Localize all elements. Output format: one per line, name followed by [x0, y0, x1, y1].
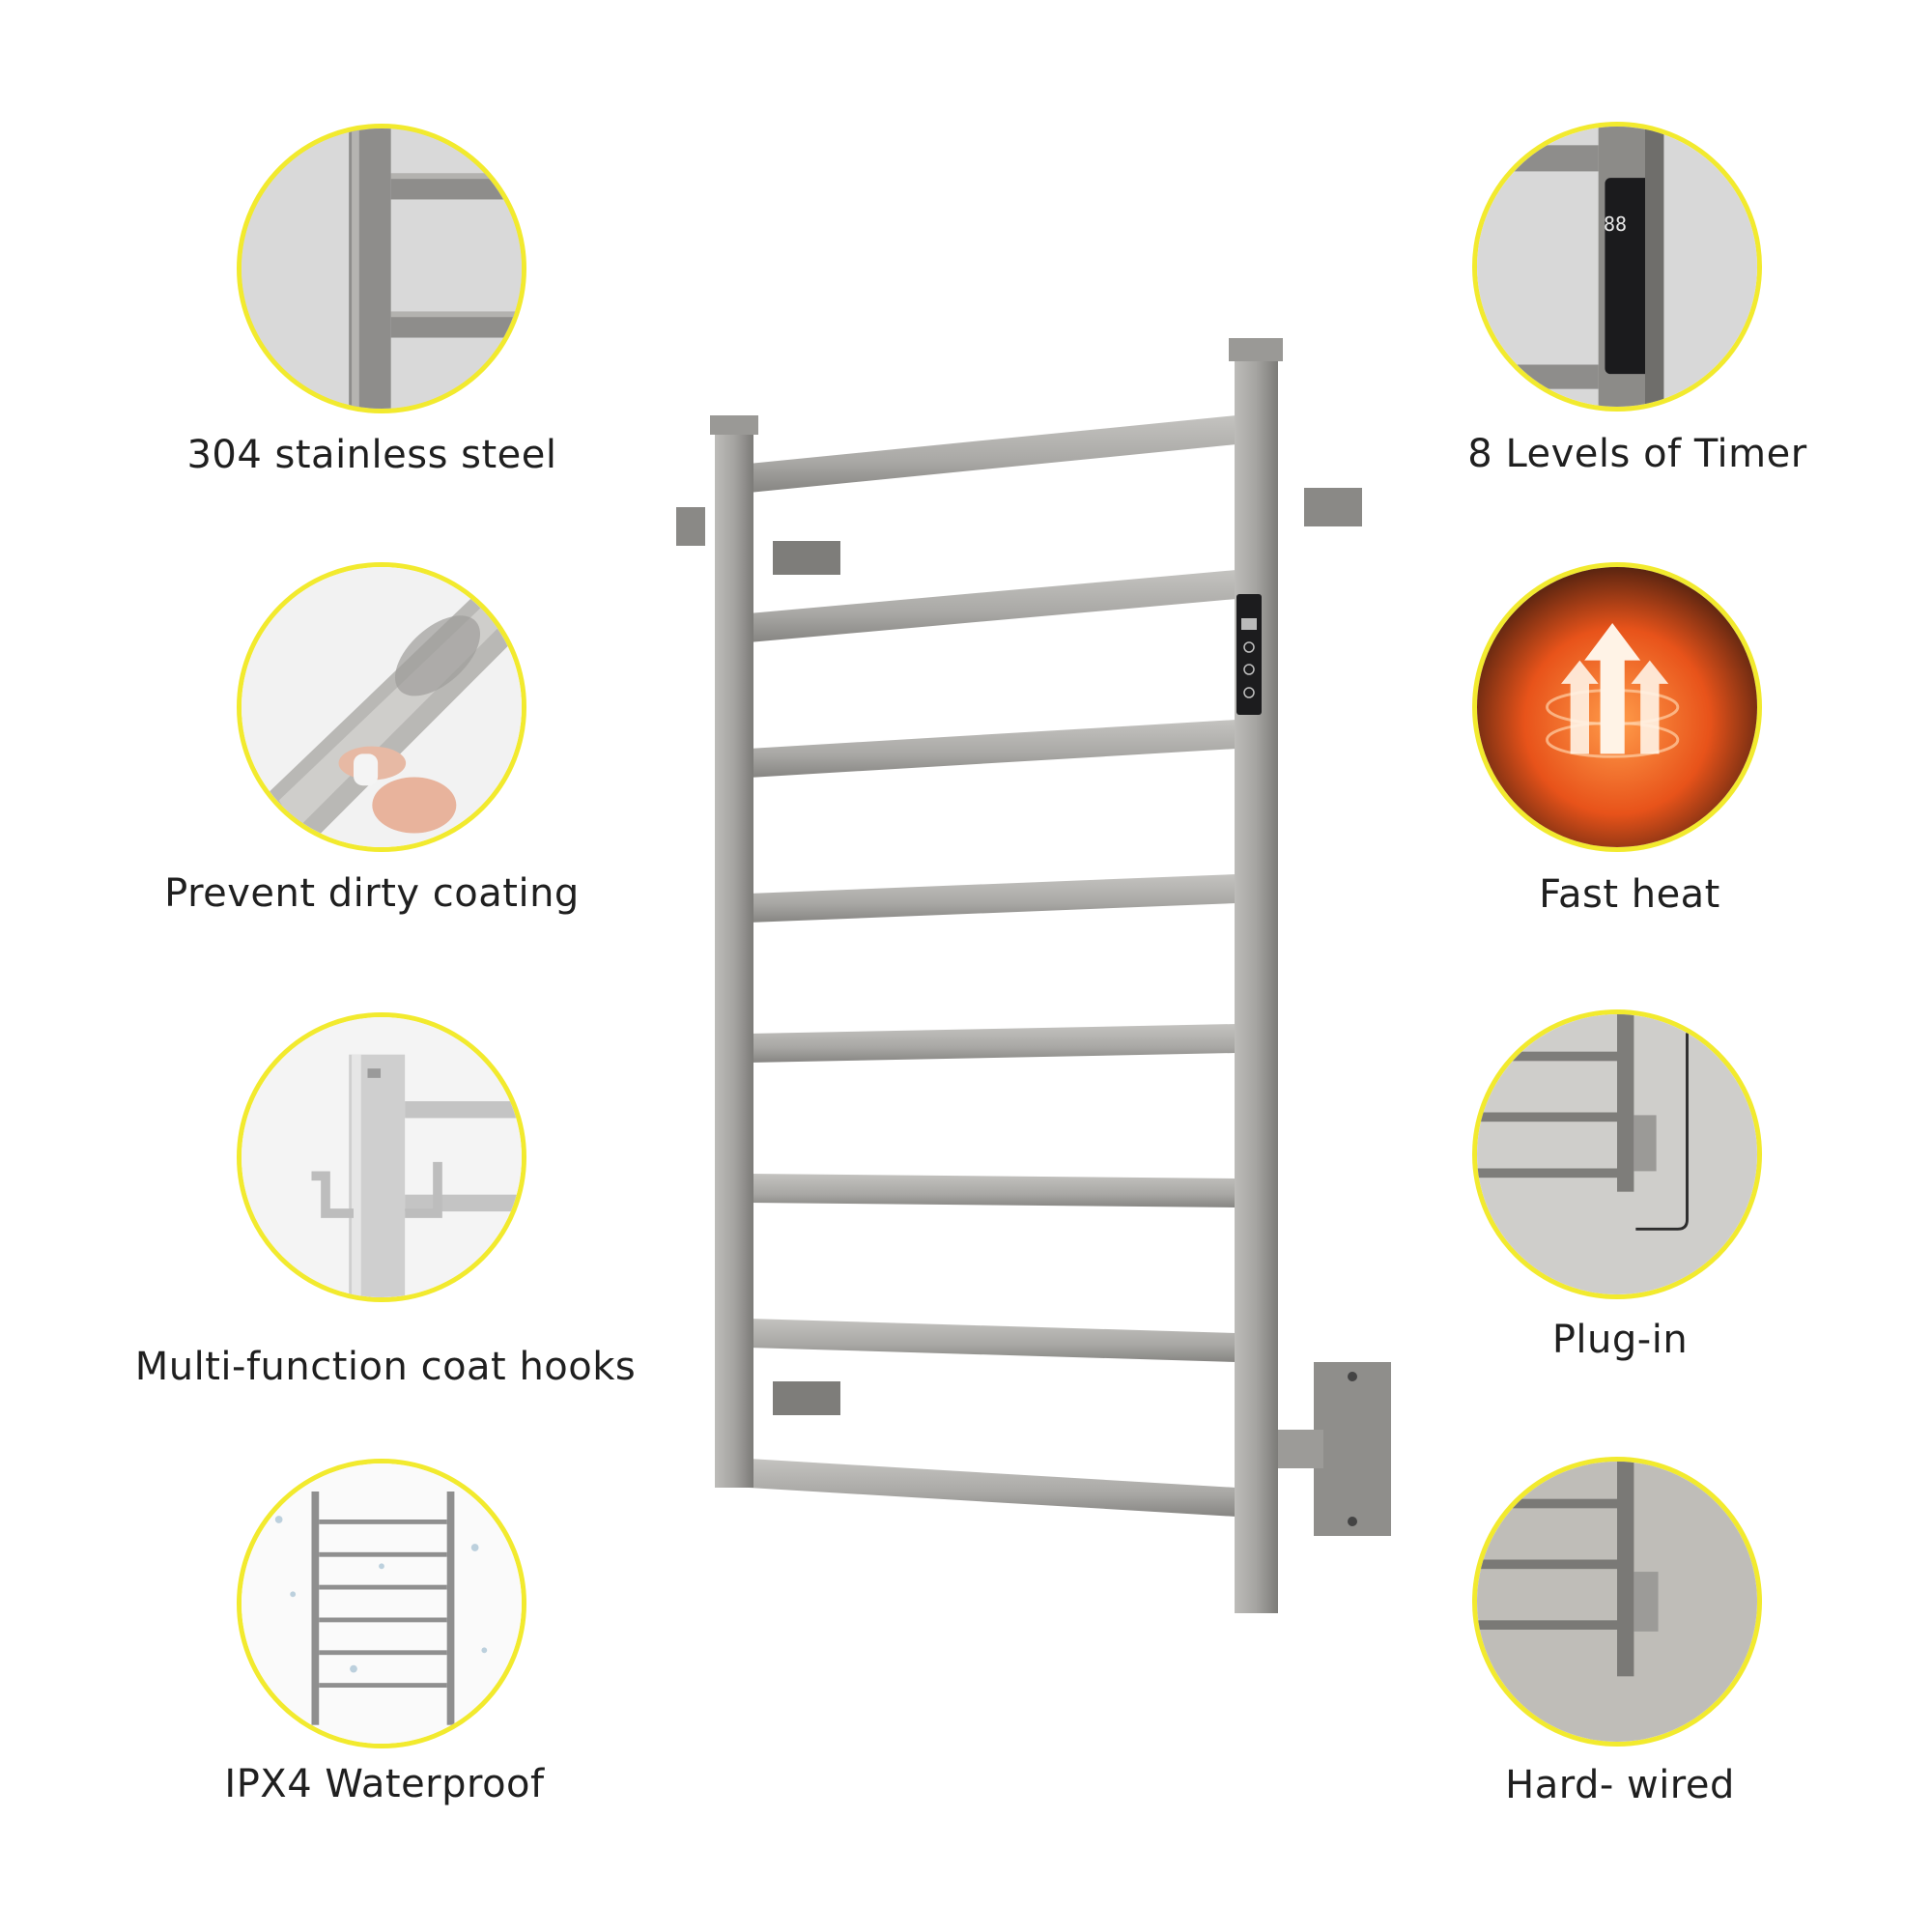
feature-label: Hard- wired — [1505, 1763, 1735, 1807]
feature-label: Prevent dirty coating — [164, 871, 580, 916]
feature-label: IPX4 Waterproof — [224, 1762, 545, 1806]
towel-warmer-rack — [676, 338, 1410, 1613]
timer-display: 88 — [1604, 213, 1628, 236]
water-splash-icon — [237, 1459, 526, 1748]
feature-label: Multi-function coat hooks — [134, 1345, 637, 1389]
right-post — [1235, 338, 1278, 1613]
left-top-bracket — [773, 541, 840, 575]
hard-wired-icon — [1472, 1457, 1762, 1747]
left-top-hook — [676, 507, 705, 546]
feature-label: 8 Levels of Timer — [1467, 432, 1807, 476]
finger-wipe-icon — [237, 562, 526, 852]
wall-mount-plate — [1314, 1362, 1391, 1536]
timer-panel-icon — [1472, 122, 1762, 412]
feature-label: Plug-in — [1551, 1318, 1689, 1362]
right-top-hook — [1304, 488, 1362, 526]
feature-label: Fast heat — [1539, 872, 1720, 917]
left-bottom-bracket — [773, 1381, 840, 1415]
heat-arrows-icon — [1472, 562, 1762, 852]
plug-in-icon — [1472, 1009, 1762, 1299]
feature-label: 304 stainless steel — [186, 433, 557, 477]
stainless-steel-icon — [237, 124, 526, 413]
coat-hook-icon — [237, 1012, 526, 1302]
left-post — [715, 415, 753, 1488]
